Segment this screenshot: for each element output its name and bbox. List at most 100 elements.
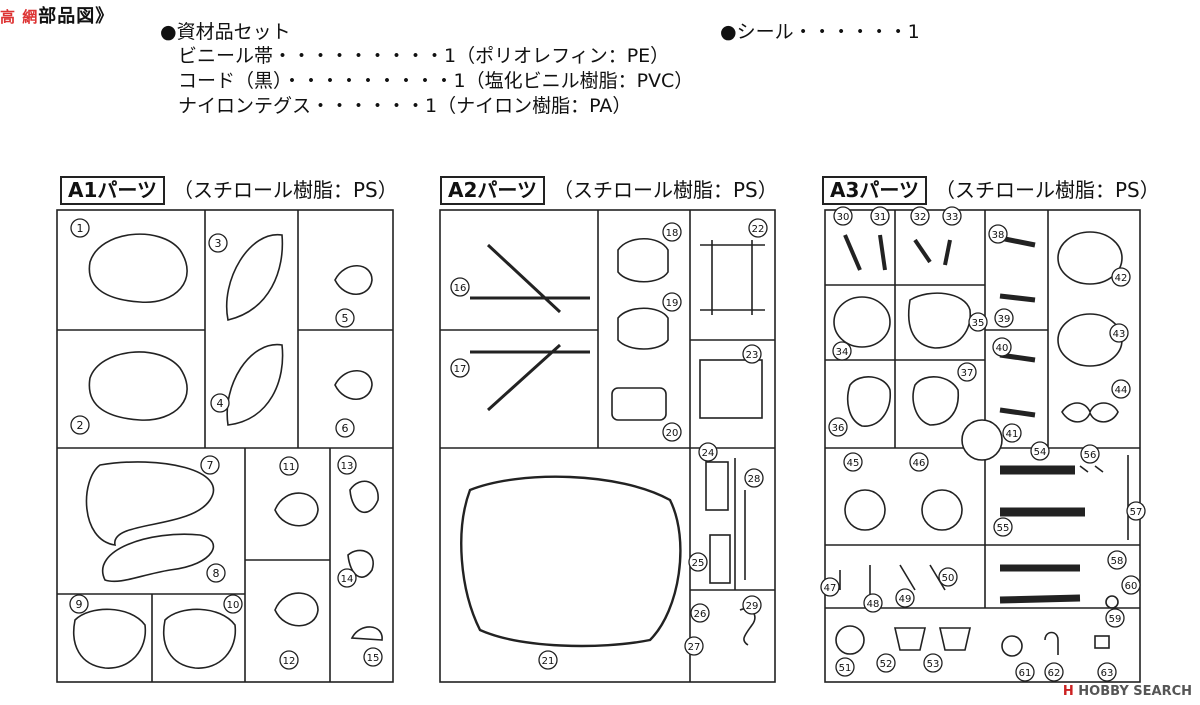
part-14-shape bbox=[347, 549, 374, 578]
parts-47-50-shapes bbox=[839, 564, 946, 595]
part-number-11: 11 bbox=[279, 456, 299, 476]
part-number-label-12: 12 bbox=[283, 656, 296, 667]
page-title: 部品図》 bbox=[38, 6, 115, 27]
watermark: H HOBBY SEARCH bbox=[1063, 684, 1192, 699]
sheet-a1-material: （スチロール樹脂：PS） bbox=[173, 178, 398, 202]
part-56-shape bbox=[1079, 465, 1104, 473]
part-number-circle-7 bbox=[200, 455, 220, 475]
part-number-circle-9 bbox=[69, 594, 89, 614]
part-number-label-55: 55 bbox=[997, 523, 1010, 534]
part-number-8: 8 bbox=[206, 563, 226, 583]
part-number-label-25: 25 bbox=[692, 558, 705, 569]
part-number-7: 7 bbox=[200, 455, 220, 475]
part-number-circle-36 bbox=[828, 417, 848, 437]
part-number-label-63: 63 bbox=[1101, 668, 1114, 679]
part-number-label-9: 9 bbox=[76, 598, 83, 611]
part-number-3: 3 bbox=[208, 233, 228, 253]
part-number-circle-16 bbox=[450, 277, 470, 297]
part-number-label-18: 18 bbox=[666, 228, 679, 239]
part-number-circle-25 bbox=[688, 552, 708, 572]
part-number-label-46: 46 bbox=[913, 458, 926, 469]
part-number-label-23: 23 bbox=[746, 350, 759, 361]
part-number-label-29: 29 bbox=[746, 601, 759, 612]
part-4-shape bbox=[226, 343, 284, 426]
seal-line: ●シール・・・・・・1 bbox=[720, 21, 920, 43]
watermark-logo-icon: H bbox=[1062, 684, 1074, 699]
part-number-63: 63 bbox=[1097, 662, 1117, 682]
part-number-circle-56 bbox=[1080, 444, 1100, 464]
part-number-label-28: 28 bbox=[748, 474, 761, 485]
runner-a2-frame bbox=[439, 209, 776, 683]
part-number-circle-30 bbox=[833, 206, 853, 226]
part-number-label-6: 6 bbox=[342, 422, 349, 435]
part-number-circle-2 bbox=[70, 415, 90, 435]
part-number-label-14: 14 bbox=[341, 574, 354, 585]
part-52-shape bbox=[893, 627, 927, 651]
part-number-27: 27 bbox=[684, 636, 704, 656]
part-10-shape bbox=[163, 608, 237, 669]
part-1-shape bbox=[88, 233, 188, 303]
part-number-circle-4 bbox=[210, 393, 230, 413]
part-number-39: 39 bbox=[994, 308, 1014, 328]
part-number-34: 34 bbox=[832, 341, 852, 361]
part-number-circle-47 bbox=[820, 577, 840, 597]
part-20-shape bbox=[611, 387, 667, 421]
part-number-label-59: 59 bbox=[1109, 614, 1122, 625]
part-number-label-47: 47 bbox=[824, 583, 837, 594]
part-60-shape bbox=[1105, 595, 1119, 609]
part-number-circle-55 bbox=[993, 517, 1013, 537]
part-number-4: 4 bbox=[210, 393, 230, 413]
part-number-54: 54 bbox=[1030, 441, 1050, 461]
part-number-57: 57 bbox=[1126, 501, 1146, 521]
part-63-shape bbox=[1094, 635, 1110, 649]
part-number-32: 32 bbox=[910, 206, 930, 226]
part-number-label-21: 21 bbox=[542, 656, 555, 667]
part-31-shape bbox=[878, 234, 887, 271]
part-number-circle-21 bbox=[538, 650, 558, 670]
part-number-circle-6 bbox=[335, 418, 355, 438]
part-13-shape bbox=[349, 480, 379, 514]
part-41-shape bbox=[999, 407, 1036, 418]
part-number-circle-31 bbox=[870, 206, 890, 226]
part-number-label-17: 17 bbox=[454, 364, 467, 375]
part-number-circle-42 bbox=[1111, 267, 1131, 287]
part-51-shape bbox=[835, 625, 865, 655]
material-item-3: ナイロンテグス・・・・・・1（ナイロン樹脂：PA） bbox=[178, 95, 632, 117]
part-number-circle-46 bbox=[909, 452, 929, 472]
part-number-label-32: 32 bbox=[914, 212, 927, 223]
part-number-label-54: 54 bbox=[1034, 447, 1047, 458]
part-number-circle-53 bbox=[923, 653, 943, 673]
part-36-shape bbox=[846, 376, 891, 427]
part-number-circle-58 bbox=[1107, 550, 1127, 570]
part-number-9: 9 bbox=[69, 594, 89, 614]
part-number-label-8: 8 bbox=[213, 567, 220, 580]
part-number-35: 35 bbox=[968, 312, 988, 332]
part-number-circle-20 bbox=[662, 422, 682, 442]
part-44-shape bbox=[1061, 402, 1119, 423]
part-42-shape bbox=[1057, 231, 1123, 285]
part-number-33: 33 bbox=[942, 206, 962, 226]
part-6-shape bbox=[334, 370, 373, 400]
part-number-48: 48 bbox=[863, 593, 883, 613]
part-39-shape bbox=[999, 293, 1036, 303]
part-number-circle-61 bbox=[1015, 662, 1035, 682]
part-number-label-34: 34 bbox=[836, 347, 849, 358]
part-number-circle-33 bbox=[942, 206, 962, 226]
part-number-label-60: 60 bbox=[1125, 581, 1138, 592]
part-number-circle-22 bbox=[748, 218, 768, 238]
part-number-label-5: 5 bbox=[342, 312, 349, 325]
part-number-6: 6 bbox=[335, 418, 355, 438]
sheet-a3-name: A3パーツ bbox=[822, 176, 927, 205]
part-number-circle-52 bbox=[876, 653, 896, 673]
part-number-14: 14 bbox=[337, 568, 357, 588]
sheet-a2-name: A2パーツ bbox=[440, 176, 545, 205]
part-number-label-36: 36 bbox=[832, 423, 845, 434]
part-number-5: 5 bbox=[335, 308, 355, 328]
part-number-16: 16 bbox=[450, 277, 470, 297]
part-number-58: 58 bbox=[1107, 550, 1127, 570]
part-15-shape bbox=[350, 626, 383, 641]
part-number-23: 23 bbox=[742, 344, 762, 364]
part-number-circle-60 bbox=[1121, 575, 1141, 595]
part-number-22: 22 bbox=[748, 218, 768, 238]
